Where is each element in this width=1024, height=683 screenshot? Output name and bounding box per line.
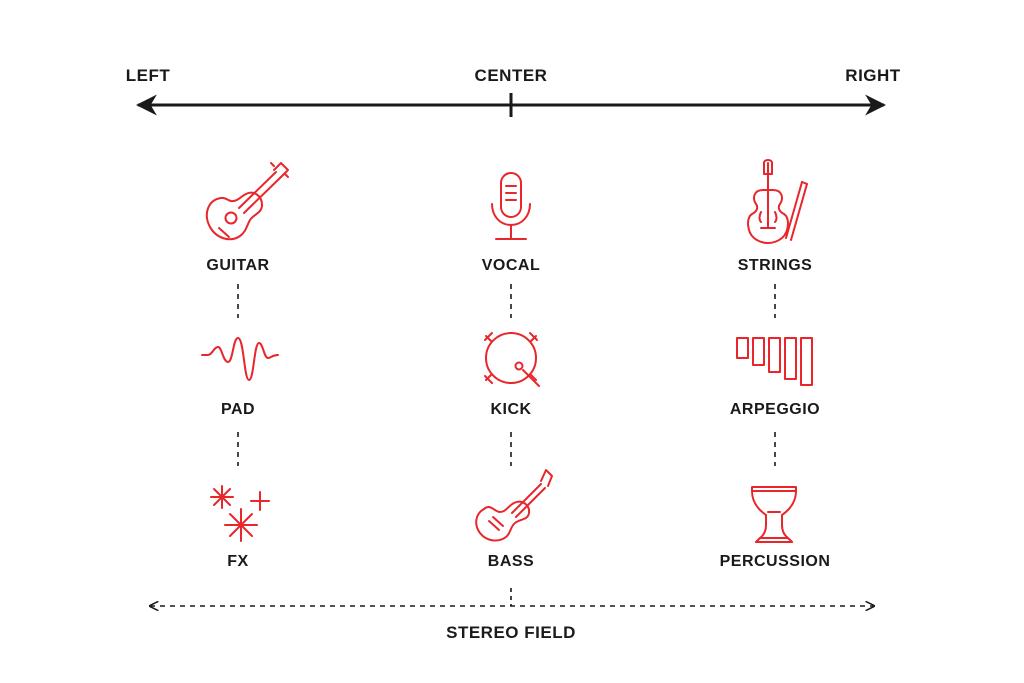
pad-label: PAD <box>221 401 255 418</box>
column-connectors <box>237 284 776 466</box>
vocal-label: VOCAL <box>482 257 541 274</box>
pan-axis: LEFT CENTER RIGHT <box>126 66 901 117</box>
microphone-icon <box>491 172 531 240</box>
bass-item: BASS <box>475 469 553 570</box>
bass-label: BASS <box>488 553 534 570</box>
guitar-item: GUITAR <box>205 162 289 274</box>
pad-item: PAD <box>201 337 279 418</box>
center-label: CENTER <box>475 66 548 85</box>
left-label: LEFT <box>126 66 171 85</box>
djembe-icon <box>751 486 797 543</box>
stereo-field-axis: STEREO FIELD <box>150 588 874 642</box>
guitar-label: GUITAR <box>206 257 269 274</box>
strings-item: STRINGS <box>738 159 813 274</box>
fx-label: FX <box>227 553 248 570</box>
strings-label: STRINGS <box>738 257 813 274</box>
fx-item: FX <box>210 485 270 570</box>
percussion-label: PERCUSSION <box>720 553 831 570</box>
arpeggio-item: ARPEGGIO <box>730 337 820 418</box>
waveform-icon <box>201 337 279 381</box>
guitar-icon <box>205 162 289 241</box>
bass-guitar-icon <box>475 469 553 542</box>
stereo-field-label: STEREO FIELD <box>446 623 576 642</box>
right-label: RIGHT <box>845 66 901 85</box>
vocal-item: VOCAL <box>482 172 541 274</box>
kick-item: KICK <box>484 332 540 418</box>
sparkle-icon <box>210 485 270 542</box>
percussion-item: PERCUSSION <box>720 486 831 570</box>
kick-label: KICK <box>490 401 531 418</box>
arpeggio-bars-icon <box>736 337 813 386</box>
arpeggio-label: ARPEGGIO <box>730 401 820 418</box>
violin-icon <box>747 159 808 244</box>
kick-drum-icon <box>484 332 540 387</box>
